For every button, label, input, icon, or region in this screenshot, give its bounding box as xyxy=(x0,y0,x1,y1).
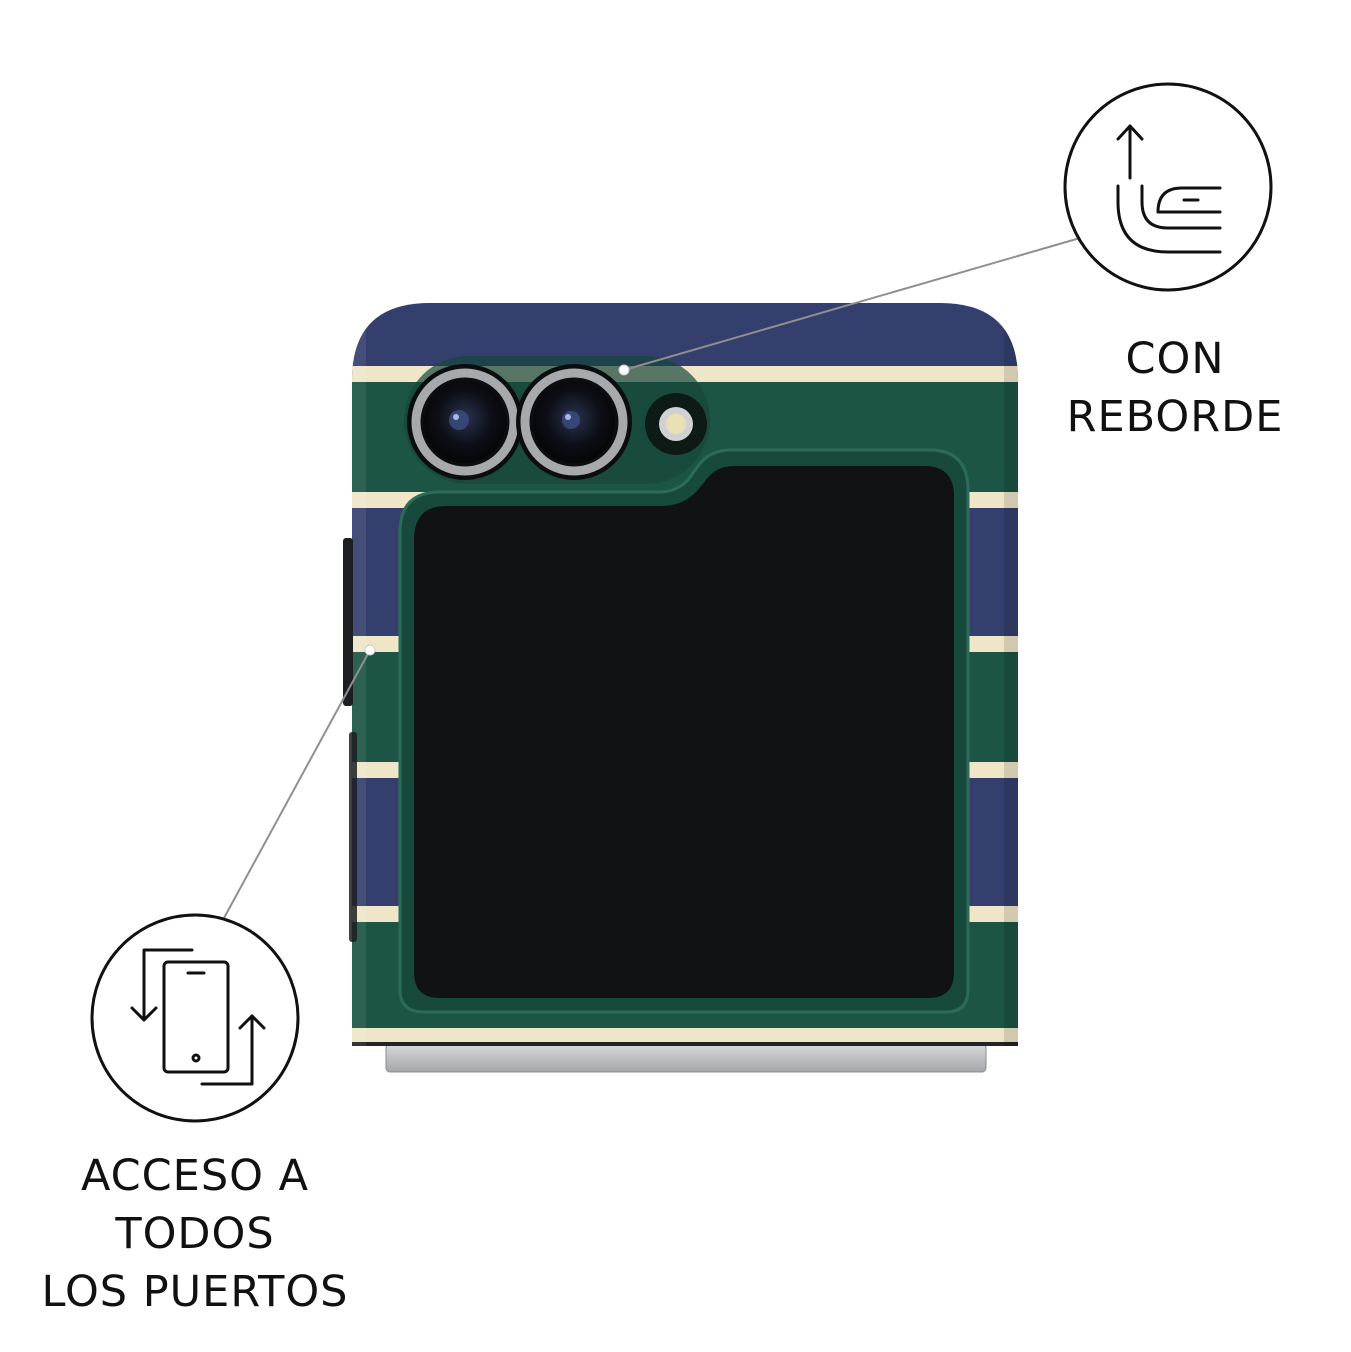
feature-label-rim: CON REBORDE xyxy=(1040,330,1310,446)
cover-screen xyxy=(414,466,954,998)
feature-label-ports-line-2: TODOS xyxy=(115,1209,275,1259)
callout-dot-ports xyxy=(364,644,376,656)
callout-line-ports xyxy=(223,649,371,919)
feature-label-ports: ACCESO A TODOS LOS PUERTOS xyxy=(20,1147,370,1321)
feature-label-ports-line-3: LOS PUERTOS xyxy=(41,1267,349,1317)
case-stripe-cream xyxy=(352,1028,1018,1042)
feature-label-rim-line-1: CON xyxy=(1125,334,1225,384)
side-button-power xyxy=(349,732,357,942)
raised-rim-icon xyxy=(1063,82,1273,292)
callout-dot-rim xyxy=(618,364,630,376)
side-button-volume xyxy=(343,538,353,706)
hinge xyxy=(385,1043,987,1073)
port-access-icon xyxy=(90,913,300,1123)
feature-label-ports-line-1: ACCESO A xyxy=(80,1151,310,1201)
camera-module xyxy=(404,356,710,484)
callout-line-rim xyxy=(623,237,1081,371)
feature-label-rim-line-2: REBORDE xyxy=(1066,392,1284,442)
